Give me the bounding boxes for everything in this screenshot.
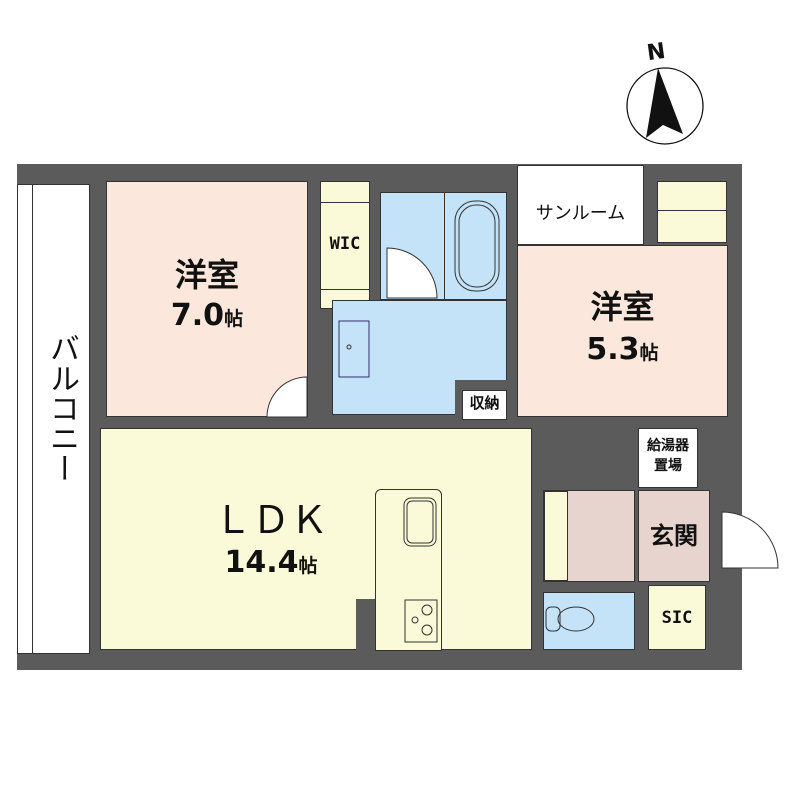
bedroom-2-label: 洋室 xyxy=(590,288,655,326)
washbasin-icon xyxy=(338,320,370,378)
closet xyxy=(657,181,727,243)
wic-label: WIC xyxy=(329,234,361,254)
storage: 収納 xyxy=(462,390,507,420)
bathtub-icon xyxy=(454,200,500,292)
balcony-label: バルコニー xyxy=(44,333,79,483)
ldk-size: 14.4帖 xyxy=(224,545,318,580)
north-arrow-icon xyxy=(626,67,704,145)
ldk-label: ＬＤＫ xyxy=(213,498,328,542)
compass-north-label: N xyxy=(645,38,668,67)
wic: WIC xyxy=(320,181,370,309)
bedroom-1-label: 洋室 xyxy=(174,256,239,294)
water-heater-space: 給湯器 置場 xyxy=(638,428,698,488)
kitchen-counter xyxy=(375,489,442,651)
stove-icon xyxy=(404,599,438,643)
door-swing-icon xyxy=(386,247,438,299)
sic: SIC xyxy=(648,585,706,650)
bedroom-1: 洋室 7.0帖 xyxy=(106,181,308,418)
ldk: ＬＤＫ 14.4帖 xyxy=(100,428,532,651)
sunroom: サンルーム xyxy=(517,165,644,245)
compass: N xyxy=(625,38,715,150)
bathroom xyxy=(380,192,507,300)
door-swing-icon xyxy=(266,376,308,418)
water-heater-label-1: 給湯器 xyxy=(647,438,689,454)
balcony: バルコニー xyxy=(17,184,90,654)
bedroom-2: 洋室 5.3帖 xyxy=(517,245,728,417)
front-door-swing-icon xyxy=(721,511,779,569)
toilet-icon xyxy=(545,606,595,632)
bedroom-2-size: 5.3帖 xyxy=(586,332,659,367)
sic-label: SIC xyxy=(661,608,693,628)
bedroom-1-size: 7.0帖 xyxy=(170,298,244,333)
water-heater-label-2: 置場 xyxy=(654,458,682,474)
toilet xyxy=(543,592,635,650)
sink-icon xyxy=(403,497,437,547)
shoe-cabinet xyxy=(543,490,635,582)
sunroom-label: サンルーム xyxy=(535,203,626,224)
entrance-label: 玄関 xyxy=(650,522,698,550)
storage-label: 収納 xyxy=(469,394,500,412)
entrance: 玄関 xyxy=(638,490,710,582)
